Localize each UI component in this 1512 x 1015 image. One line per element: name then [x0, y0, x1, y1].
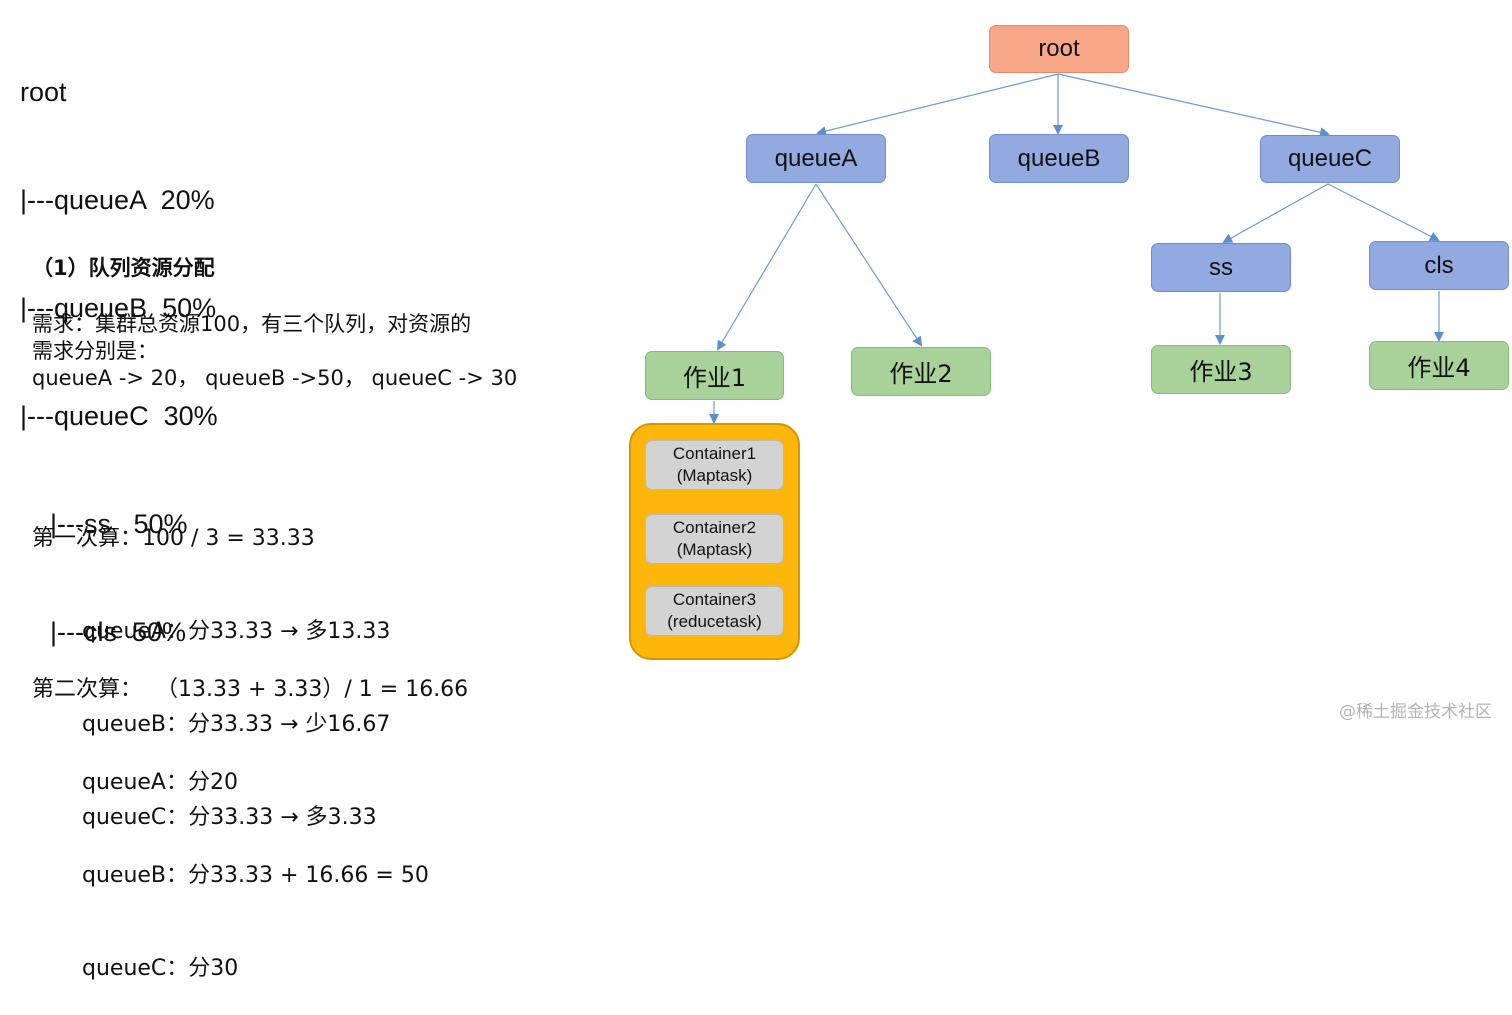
requirement-text: 需求：集群总资源100，有三个队列，对资源的 需求分别是： queueA -> …: [32, 311, 517, 392]
container-name: Container3: [672, 590, 757, 609]
calc-header: 第一次算：100 / 3 = 33.33: [32, 526, 315, 551]
node-job2: 作业2: [851, 347, 991, 396]
container-name: Container2: [672, 518, 757, 537]
calc-line: queueC：分30: [82, 956, 239, 981]
tree-line: |---queueA 20%: [20, 185, 215, 215]
node-ss: ss: [1151, 243, 1291, 292]
watermark: @稀土掘金技术社区: [1339, 702, 1492, 722]
queue-tree-text: root |---queueA 20% |---queueB 50% |---q…: [20, 2, 218, 686]
edge-root-queueA: [816, 73, 1059, 136]
container-task: (Maptask): [676, 466, 753, 485]
container-node: Container1 (Maptask): [645, 440, 784, 490]
requirement-line: 需求：集群总资源100，有三个队列，对资源的: [32, 312, 472, 336]
container-node: Container3 (reducetask): [645, 586, 784, 636]
node-queueB: queueB: [989, 134, 1129, 183]
section-title: （1）队列资源分配: [32, 256, 215, 280]
tree-line: |---queueB 50%: [20, 293, 217, 323]
calc-line: queueB：分33.33 + 16.66 = 50: [82, 863, 429, 888]
requirement-line: 需求分别是：: [32, 339, 158, 363]
node-job3: 作业3: [1151, 345, 1291, 394]
container-name: Container1: [672, 444, 757, 463]
edge-queueC-cls: [1327, 183, 1440, 241]
tree-line: |---queueC 30%: [20, 401, 218, 431]
tree-line: |---cls 50%: [20, 617, 187, 647]
tree-line: root: [20, 77, 67, 107]
diagram-connectors: [709, 73, 1444, 424]
node-queueA: queueA: [746, 134, 886, 183]
container-task: (Maptask): [676, 540, 753, 559]
calc-line: queueA：分20: [82, 770, 238, 795]
container-node: Container2 (Maptask): [645, 514, 784, 564]
node-root: root: [989, 25, 1129, 73]
edge-queueA-job2: [815, 183, 923, 347]
edge-queueA-job1: [716, 183, 817, 351]
node-job1: 作业1: [645, 351, 784, 400]
node-cls: cls: [1369, 241, 1509, 290]
edge-queueC-ss: [1222, 183, 1329, 243]
container-task: (reducetask): [667, 612, 762, 631]
calc-line: queueA：分33.33 → 多13.33: [82, 619, 391, 644]
node-job4: 作业4: [1369, 341, 1509, 390]
tree-line: |---ss 50%: [20, 509, 188, 539]
calc-line: queueB：分33.33 → 少16.67: [82, 712, 391, 737]
node-queueC: queueC: [1260, 135, 1400, 183]
calc-header: 第二次算： （13.33 + 3.33）/ 1 = 16.66: [32, 677, 469, 702]
edge-root-queueC: [1057, 73, 1330, 138]
requirement-line: queueA -> 20， queueB ->50， queueC -> 30: [32, 366, 518, 390]
